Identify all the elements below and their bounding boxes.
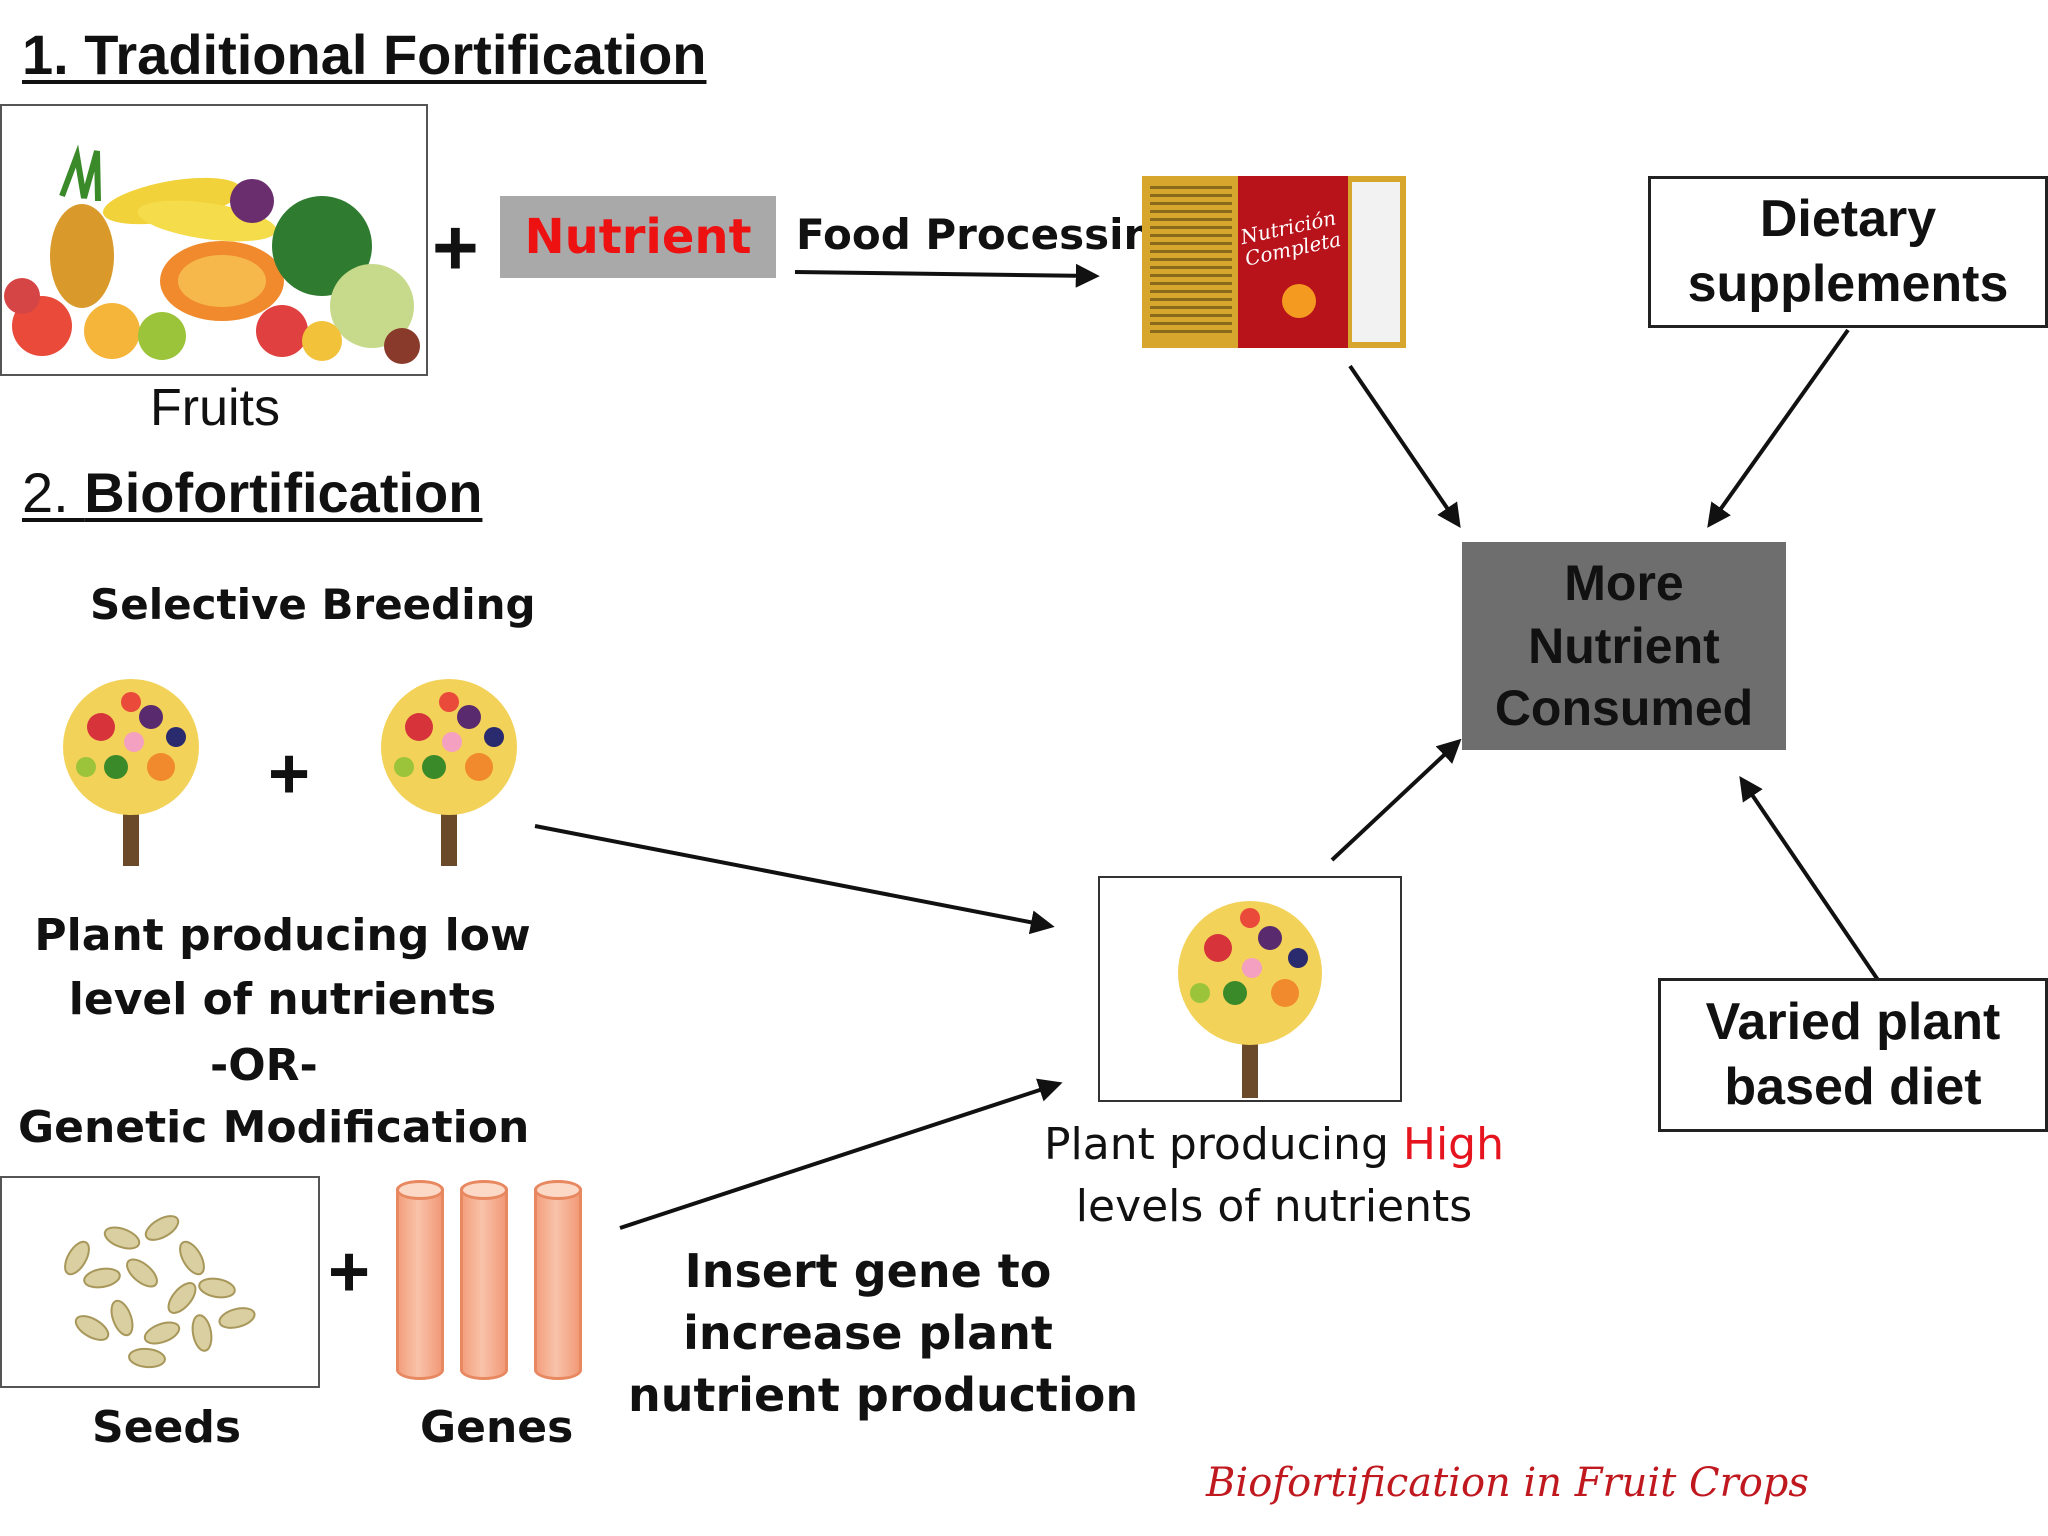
gene-cylinder-1 — [396, 1180, 444, 1380]
fortified-product-package: Nutrición Completa — [1142, 176, 1406, 348]
seeds-label: Seeds — [92, 1402, 242, 1453]
arrow-diet-to-consumed — [1739, 776, 1880, 982]
arrow-food-processing — [794, 263, 1100, 288]
insert-gene-label: Insert gene to increase plant nutrient p… — [628, 1240, 1139, 1426]
nutrient-label: Nutrient — [524, 209, 752, 265]
footer-signature: Biofortification in Fruit Crops — [1206, 1460, 1809, 1506]
dietary-supplements-label: Dietary supplements — [1687, 190, 2009, 313]
section-1-title: 1. Traditional Fortification — [22, 23, 707, 86]
high-plant-prefix: Plant producing — [1044, 1119, 1403, 1170]
food-processing-label: Food Processing — [796, 210, 1184, 259]
gene-cylinder-3 — [534, 1180, 582, 1380]
nutrient-box: Nutrient — [500, 196, 776, 278]
seeds-image — [0, 1176, 320, 1388]
arrow-genes-to-plant — [619, 1078, 1063, 1230]
low-nutrient-plant-label: Plant producing low level of nutrients — [0, 904, 565, 1032]
genetic-modification-label: Genetic Modification — [18, 1102, 530, 1153]
fruits-image — [0, 104, 428, 376]
high-nutrient-plant-label: Plant producing High levels of nutrients — [1040, 1114, 1508, 1237]
gene-cylinder-2 — [460, 1180, 508, 1380]
high-nutrient-plant-image — [1098, 876, 1402, 1102]
low-plant-line-2: level of nutrients — [68, 974, 497, 1025]
high-plant-line-2: levels of nutrients — [1075, 1180, 1473, 1232]
selective-breeding-label: Selective Breeding — [90, 580, 536, 629]
varied-plant-diet-box: Varied plant based diet — [1658, 978, 2048, 1132]
varied-line-2: based diet — [1724, 1058, 1982, 1116]
consumed-line-2: Nutrient — [1528, 617, 1720, 674]
varied-line-1: Varied plant — [1705, 993, 2001, 1051]
section-2-heading: Biofortification — [84, 461, 483, 524]
insert-gene-line-3: nutrient production — [628, 1368, 1139, 1422]
fruits-label: Fruits — [150, 379, 280, 437]
tree-icon-high — [1178, 901, 1322, 1098]
plus-sign-1: + — [432, 203, 479, 292]
section-2-number: 2. — [22, 461, 85, 524]
arrow-package-to-consumed — [1348, 364, 1461, 528]
or-label: -OR- — [210, 1040, 318, 1091]
plus-sign-2: + — [268, 734, 311, 814]
insert-gene-line-1: Insert gene to — [684, 1244, 1052, 1298]
insert-gene-line-2: increase plant — [683, 1306, 1053, 1360]
section-2-title: 2. Biofortification — [22, 460, 482, 525]
arrow-supplements-to-consumed — [1707, 328, 1850, 528]
consumed-line-3: Consumed — [1494, 680, 1754, 737]
arrow-plant-to-consumed — [1330, 738, 1462, 862]
arrow-breeding-to-plant — [534, 824, 1055, 935]
tree-icon-left — [63, 679, 199, 866]
consumed-line-1: More — [1564, 555, 1684, 612]
dietary-supplements-box: Dietary supplements — [1648, 176, 2048, 328]
tree-icon-right — [381, 679, 517, 866]
low-plant-line-1: Plant producing low — [34, 910, 531, 961]
plus-sign-3: + — [328, 1232, 371, 1312]
high-plant-highlight: High — [1402, 1119, 1504, 1170]
genes-label: Genes — [420, 1402, 574, 1453]
more-nutrient-consumed-box: More Nutrient Consumed — [1462, 542, 1786, 750]
